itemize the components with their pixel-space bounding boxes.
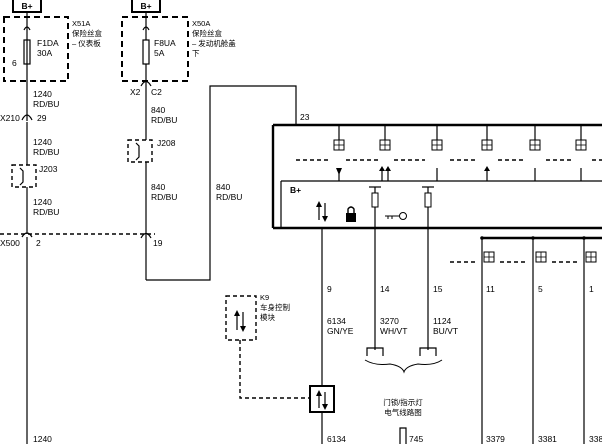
- left-fuse-box-name-1: 保险丝盒: [72, 28, 102, 38]
- right-switch-row: [450, 236, 597, 444]
- x210-label: X210: [0, 113, 20, 123]
- k9-module-box: [225, 295, 257, 341]
- svg-text:15: 15: [433, 284, 443, 294]
- left-fuse-box-name-2: – 仪表板: [72, 38, 101, 48]
- wire-840-to-module: [146, 85, 297, 281]
- svg-text:9: 9: [327, 284, 332, 294]
- right-fuse-label: F8UA: [154, 38, 176, 48]
- svg-text:X2: X2: [130, 87, 141, 97]
- left-battery-terminal: B+: [21, 1, 32, 11]
- svg-text:BU/VT: BU/VT: [433, 326, 458, 336]
- svg-text:– 发动机舱盖: – 发动机舱盖: [192, 38, 236, 48]
- svg-text:29: 29: [37, 113, 47, 123]
- k9-dashed-link: [239, 340, 310, 399]
- lock-icon: [346, 206, 356, 222]
- left-fuse-contact: [23, 26, 31, 31]
- svg-text:840: 840: [151, 105, 165, 115]
- svg-text:840: 840: [151, 182, 165, 192]
- reference-line-2: 电气线路图: [384, 407, 422, 417]
- left-fuse-rating: 30A: [37, 48, 52, 58]
- bottom-label-3379: 3379: [486, 434, 505, 444]
- right-battery-terminal: B+: [140, 1, 151, 11]
- svg-text:C2: C2: [151, 87, 162, 97]
- bottom-label-1240: 1240: [33, 434, 52, 444]
- svg-text:保险丝盒: 保险丝盒: [192, 28, 222, 38]
- right-fuse-box-outline: [121, 16, 189, 82]
- connector-brackets: [364, 347, 443, 374]
- right-fuse-symbol: [142, 39, 150, 65]
- svg-text:WH/VT: WH/VT: [380, 326, 407, 336]
- bottom-label-3381: 3381: [538, 434, 557, 444]
- wire-6134-connector-box: [309, 385, 335, 413]
- wire-6134-arrows-icon: [316, 390, 328, 410]
- svg-text:下: 下: [192, 49, 200, 58]
- left-fuse-label: F1DA: [37, 38, 59, 48]
- module-inner-symbols: [316, 201, 328, 222]
- module-switch-row: [296, 125, 602, 181]
- k9-name-1: 车身控制: [260, 302, 290, 312]
- k9-arrows-icon: [234, 310, 246, 332]
- pull-up-resistors: [369, 186, 434, 228]
- svg-text:5: 5: [538, 284, 543, 294]
- svg-text:1: 1: [589, 284, 594, 294]
- svg-text:1240: 1240: [33, 197, 52, 207]
- svg-text:2: 2: [36, 238, 41, 248]
- left-fuse-pin: 6: [12, 58, 17, 68]
- svg-text:RD/BU: RD/BU: [216, 192, 242, 202]
- key-icon: [385, 212, 407, 220]
- bottom-label-338: 338: [589, 434, 602, 444]
- svg-text:RD/BU: RD/BU: [33, 207, 59, 217]
- left-fuse-box-outline: [3, 16, 69, 82]
- svg-text:1240: 1240: [33, 89, 52, 99]
- svg-text:RD/BU: RD/BU: [151, 192, 177, 202]
- j203-label: J203: [39, 164, 58, 174]
- k9-name-2: 模块: [260, 312, 275, 322]
- bottom-label-6134: 6134: [327, 434, 346, 444]
- svg-text:23: 23: [300, 112, 310, 122]
- left-fuse-box-id: X51A: [72, 19, 90, 28]
- svg-text:RD/BU: RD/BU: [33, 99, 59, 109]
- svg-text:19: 19: [153, 238, 163, 248]
- reference-line-1: 门锁/指示灯: [383, 397, 423, 407]
- svg-text:14: 14: [380, 284, 390, 294]
- svg-text:GN/YE: GN/YE: [327, 326, 354, 336]
- svg-text:1124: 1124: [433, 316, 452, 326]
- svg-text:RD/BU: RD/BU: [33, 147, 59, 157]
- k9-id-label: K9: [260, 293, 269, 302]
- reference-connector: [399, 427, 407, 444]
- bottom-label-745: 745: [409, 434, 423, 444]
- right-fuse-box-id: X50A: [192, 19, 210, 28]
- svg-text:RD/BU: RD/BU: [151, 115, 177, 125]
- right-fuse-rating: 5A: [154, 48, 165, 58]
- svg-text:11: 11: [486, 284, 495, 294]
- svg-text:840: 840: [216, 182, 230, 192]
- x210-connector-symbol: [21, 114, 33, 121]
- j208-splice-box: [127, 139, 153, 163]
- j203-splice-box: [11, 164, 37, 188]
- svg-text:1240: 1240: [33, 137, 52, 147]
- module-bplus-label: B+: [290, 185, 301, 195]
- j208-label: J208: [157, 138, 176, 148]
- svg-text:3270: 3270: [380, 316, 399, 326]
- x500-label: X500: [0, 238, 20, 248]
- svg-text:6134: 6134: [327, 316, 346, 326]
